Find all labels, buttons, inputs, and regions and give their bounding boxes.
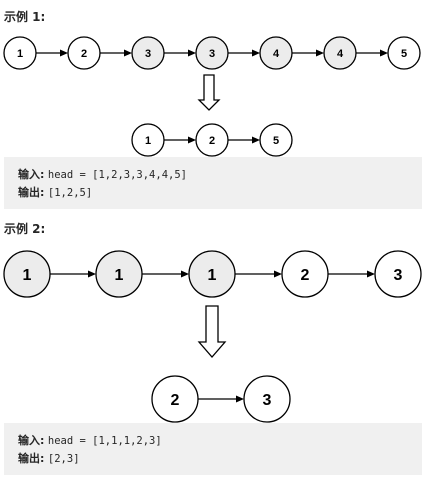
example-2-output-node-circle xyxy=(243,375,291,423)
example-2-input-node: 2 xyxy=(281,250,329,298)
example-1-output-node-label: 2 xyxy=(209,135,215,147)
output-value: [1,2,5] xyxy=(47,187,93,199)
example-1-output-node-circle xyxy=(131,123,165,157)
example-1-output-node: 5 xyxy=(259,123,293,157)
example-2-input-node-circle xyxy=(281,250,329,298)
example-1-input-node: 5 xyxy=(387,36,421,70)
example-1-input-node: 3 xyxy=(131,36,165,70)
example-2-input-line: 输入: head = [1,1,1,2,3] xyxy=(18,432,422,450)
example-1-input-node: 1 xyxy=(3,36,37,70)
example-1-input-arrow-0 xyxy=(36,49,68,57)
example-2-input-node-circle xyxy=(95,250,143,298)
example-1-input-arrow-4 xyxy=(292,49,324,57)
example-1-input-node-label: 5 xyxy=(401,48,407,60)
example-1-output-node-circle xyxy=(195,123,229,157)
example-2-input-arrow-0 xyxy=(50,270,96,278)
output-value: [2,3] xyxy=(47,453,80,465)
example-2-input-node-label: 1 xyxy=(115,267,124,284)
example-1-input-node-circle xyxy=(3,36,37,70)
example-1-input-node-label: 1 xyxy=(17,48,23,60)
input-value: head = [1,2,3,3,4,4,5] xyxy=(47,169,187,181)
example-1-output-node-label: 1 xyxy=(145,135,151,147)
example-1-output-node: 1 xyxy=(131,123,165,157)
example-2-output-node-circle xyxy=(151,375,199,423)
example-1-input-arrow-3 xyxy=(228,49,260,57)
example-1-input-list: 1 2 3 3 4 4 5 xyxy=(3,36,421,70)
example-1-input-node-label: 2 xyxy=(81,48,87,60)
example-1-input-node-label: 3 xyxy=(209,48,215,60)
example-1-code-box: 输入: head = [1,2,3,3,4,4,5] 输出: [1,2,5] xyxy=(4,157,422,209)
example-1-diagram: 1 2 3 3 4 4 5 1 2 5 xyxy=(3,36,421,157)
example-1-input-node-label: 3 xyxy=(145,48,151,60)
example-2-output-node-label: 3 xyxy=(263,392,272,409)
output-label: 输出: xyxy=(18,452,45,465)
example-1-input-node-label: 4 xyxy=(273,48,280,60)
example-1-input-node-circle xyxy=(323,36,357,70)
example-2-input-node: 1 xyxy=(3,250,51,298)
example-2-output-node-label: 2 xyxy=(171,392,180,409)
example-2-input-node-circle xyxy=(374,250,422,298)
example-2-output-node: 2 xyxy=(151,375,199,423)
example-1-input-node-circle xyxy=(259,36,293,70)
example-1-output-arrow-0 xyxy=(164,136,196,144)
example-2-input-node: 1 xyxy=(188,250,236,298)
example-1-input-node-circle xyxy=(195,36,229,70)
example-1-input-arrow-5 xyxy=(356,49,388,57)
example-2-input-node-circle xyxy=(3,250,51,298)
input-label: 输入: xyxy=(18,434,45,447)
example-1-input-node: 4 xyxy=(323,36,357,70)
example-2-input-list: 1 1 1 2 3 xyxy=(3,250,422,298)
transform-arrow xyxy=(197,305,227,358)
example-1-input-line: 输入: head = [1,2,3,3,4,4,5] xyxy=(18,166,422,184)
example-2-code-box: 输入: head = [1,1,1,2,3] 输出: [2,3] xyxy=(4,423,422,475)
input-label: 输入: xyxy=(18,168,45,181)
example-2-input-arrow-3 xyxy=(328,270,375,278)
example-1-input-node-circle xyxy=(131,36,165,70)
transform-arrow xyxy=(197,74,221,111)
example-2-input-node-label: 3 xyxy=(394,267,403,284)
example-2-output-line: 输出: [2,3] xyxy=(18,450,422,468)
example-1-input-node: 3 xyxy=(195,36,229,70)
example-1-input-arrow-1 xyxy=(100,49,132,57)
example-1-input-node: 4 xyxy=(259,36,293,70)
example-1-input-node-label: 4 xyxy=(337,48,344,60)
example-1-output-line: 输出: [1,2,5] xyxy=(18,184,422,202)
example-1-output-node-circle xyxy=(259,123,293,157)
example-2-output-node: 3 xyxy=(243,375,291,423)
example-1-output-arrow-1 xyxy=(228,136,260,144)
example-1-input-arrow-2 xyxy=(164,49,196,57)
example-2-input-node-label: 1 xyxy=(208,267,217,284)
example-1-input-node-circle xyxy=(387,36,421,70)
input-value: head = [1,1,1,2,3] xyxy=(47,435,162,447)
example-2-heading: 示例 2: xyxy=(4,222,46,236)
example-2-input-arrow-1 xyxy=(142,270,189,278)
example-2-input-node: 1 xyxy=(95,250,143,298)
output-label: 输出: xyxy=(18,186,45,199)
example-2-input-node-circle xyxy=(188,250,236,298)
example-2-output-arrow-0 xyxy=(198,395,244,403)
example-1-input-node-circle xyxy=(67,36,101,70)
example-2-input-node-label: 2 xyxy=(301,267,310,284)
example-1-heading: 示例 1: xyxy=(4,10,46,24)
example-1-input-node: 2 xyxy=(67,36,101,70)
example-1-output-node-label: 5 xyxy=(273,135,279,147)
example-1-output-list: 1 2 5 xyxy=(131,123,293,157)
example-2-input-arrow-2 xyxy=(235,270,282,278)
example-1-output-node: 2 xyxy=(195,123,229,157)
example-2-input-node: 3 xyxy=(374,250,422,298)
example-2-input-node-label: 1 xyxy=(23,267,32,284)
